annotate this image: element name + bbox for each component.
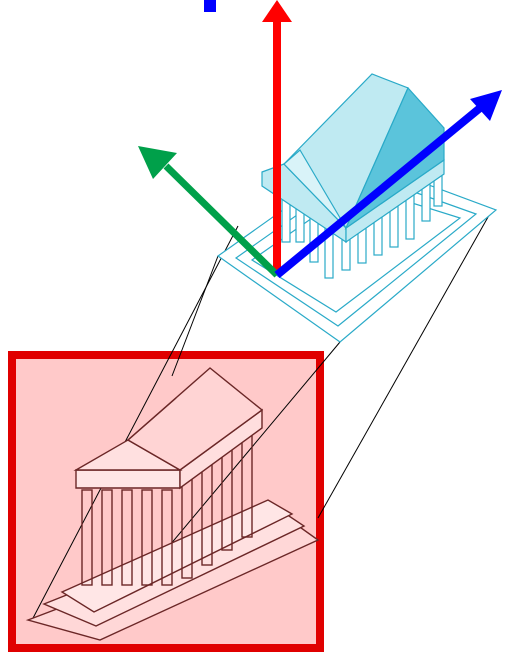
- projected-base-step-3: [60, 499, 294, 613]
- projected-ridge: [127, 397, 177, 441]
- projected-column: [121, 489, 133, 586]
- projected-roof: [126, 367, 264, 471]
- projection-line-right: [317, 209, 493, 519]
- projected-front-beam: [75, 469, 181, 489]
- projected-column: [141, 489, 153, 586]
- projection-line-left: [31, 225, 239, 621]
- temple-3d: [216, 73, 498, 343]
- temple-columns: [281, 169, 443, 279]
- projected-temple: [25, 367, 320, 641]
- projection-line-top: [171, 255, 219, 377]
- axis-label-fragment: [204, 0, 216, 12]
- projected-column: [81, 489, 93, 586]
- projected-column: [161, 489, 173, 586]
- projected-column: [101, 489, 113, 586]
- x-axis-arrow: [274, 90, 502, 279]
- coordinate-axes: [138, 0, 502, 279]
- temple-pediment: [283, 149, 347, 229]
- z-axis-arrow: [262, 0, 292, 275]
- y-axis-arrow: [138, 146, 280, 278]
